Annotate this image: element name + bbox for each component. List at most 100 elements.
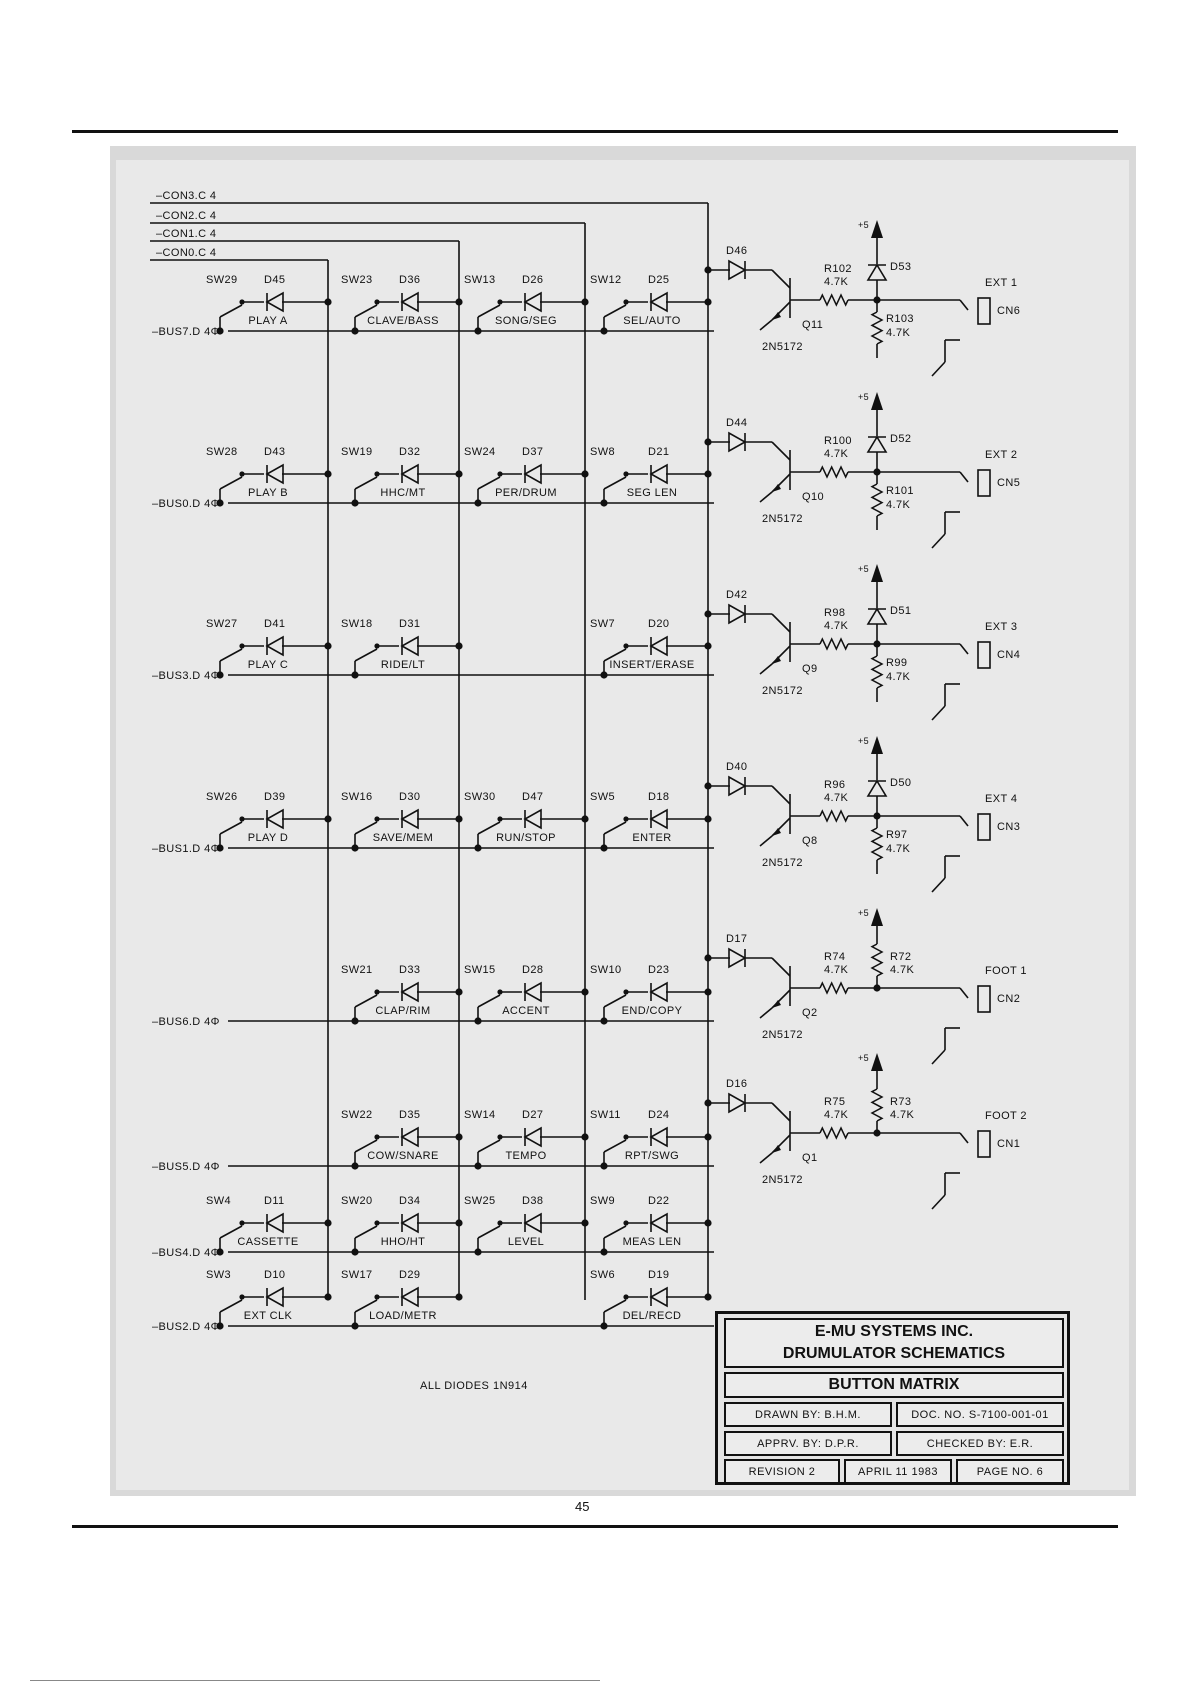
column-node-0-3 <box>704 298 712 306</box>
input-resistor-4 <box>819 981 849 995</box>
diode-6-1 <box>400 1212 419 1234</box>
connector-label-2: CN4 <box>997 649 1020 661</box>
driver-diode-label-4: D17 <box>726 933 747 945</box>
switch-label-0-3: SW12 <box>590 274 622 286</box>
driver-diode-4 <box>728 947 747 969</box>
button-name-7-0: EXT CLK <box>244 1310 293 1322</box>
switch-blade-4-1 <box>354 994 378 1008</box>
diode-label-3-1: D30 <box>399 791 420 803</box>
transistor-collector-0 <box>771 269 791 289</box>
switch-label-6-3: SW9 <box>590 1195 615 1207</box>
input-resistor-value-5: 4.7K <box>824 1109 848 1121</box>
switch-blade-0-1 <box>354 304 378 318</box>
diode-0-0-body <box>265 291 284 313</box>
output-name-1: EXT 2 <box>985 449 1017 461</box>
sheet-title: BUTTON MATRIX <box>724 1372 1064 1398</box>
column-node-4-2 <box>581 988 589 996</box>
jack-sleeve-end-0 <box>931 361 946 377</box>
switch-label-6-1: SW20 <box>341 1195 373 1207</box>
transistor-emitter-lead-2 <box>759 663 773 675</box>
transistor-arrow-1 <box>772 484 781 492</box>
driver-diode-2-body <box>728 603 747 625</box>
diode-label-3-0: D39 <box>264 791 285 803</box>
driver-diode-2 <box>728 603 747 625</box>
title-block-header: E-MU SYSTEMS INC. DRUMULATOR SCHEMATICS <box>724 1318 1064 1368</box>
diode-2-3 <box>649 635 668 657</box>
revision: REVISION 2 <box>724 1459 840 1484</box>
switch-blade-2-3 <box>603 648 627 662</box>
driver-diode-label-0: D46 <box>726 245 747 257</box>
driver-input-node-3 <box>704 782 712 790</box>
jack-body-0 <box>977 297 991 325</box>
switch-blade-3-3 <box>603 821 627 835</box>
connector-label-3: CN3 <box>997 821 1020 833</box>
switch-blade-6-3 <box>603 1225 627 1239</box>
column-node-4-1 <box>455 988 463 996</box>
driver-diode-1-body <box>728 431 747 453</box>
switch-label-2-3: SW7 <box>590 618 615 630</box>
switch-blade-7-1 <box>354 1299 378 1313</box>
transistor-emitter-lead-1 <box>759 491 773 503</box>
diode-5-1-body <box>400 1126 419 1148</box>
diode-3-2 <box>523 808 542 830</box>
diode-5-2-body <box>523 1126 542 1148</box>
jack-sleeve-end-3 <box>931 877 946 893</box>
switch-blade-2-1 <box>354 648 378 662</box>
button-name-1-0: PLAY B <box>248 487 288 499</box>
switch-blade-0-2 <box>477 304 501 318</box>
connector-label-1: CN5 <box>997 477 1020 489</box>
switch-label-3-2: SW30 <box>464 791 496 803</box>
con-input-2: –CON1.C 4 <box>150 228 460 1300</box>
page-edge-line <box>30 1680 600 1681</box>
supply-arrow-5 <box>871 1053 883 1071</box>
switch-blade-4-2 <box>477 994 501 1008</box>
switch-label-2-0: SW27 <box>206 618 238 630</box>
button-name-4-1: CLAP/RIM <box>375 1005 430 1017</box>
pulldown-label-3: R97 <box>886 829 907 841</box>
switch-blade-5-3 <box>603 1139 627 1153</box>
transistor-type-1: 2N5172 <box>762 513 803 525</box>
diode-1-2-body <box>523 463 542 485</box>
diode-4-1-body <box>400 981 419 1003</box>
diode-3-2-body <box>523 808 542 830</box>
diode-2-1 <box>400 635 419 657</box>
driver-diode-1 <box>728 431 747 453</box>
transistor-type-5: 2N5172 <box>762 1174 803 1186</box>
transistor-emitter-lead-4 <box>759 1007 773 1019</box>
pulldown-value-2: 4.7K <box>886 671 910 683</box>
diode-label-2-3: D20 <box>648 618 669 630</box>
diode-3-1-body <box>400 808 419 830</box>
column-node-2-1 <box>455 642 463 650</box>
button-name-5-1: COW/SNARE <box>367 1150 438 1162</box>
diode-2-0-body <box>265 635 284 657</box>
button-name-0-3: SEL/AUTO <box>623 315 680 327</box>
switch-blade-2-0 <box>219 648 243 662</box>
doc-number: DOC. NO. S-7100-001-01 <box>896 1402 1064 1427</box>
column-node-5-1 <box>455 1133 463 1141</box>
pulldown-label-0: R103 <box>886 313 914 325</box>
diode-label-4-2: D28 <box>522 964 543 976</box>
diode-label-2-0: D41 <box>264 618 285 630</box>
diode-label-0-3: D25 <box>648 274 669 286</box>
checked-by: CHECKED BY: E.R. <box>896 1431 1064 1456</box>
diode-1-3 <box>649 463 668 485</box>
switch-label-3-0: SW26 <box>206 791 238 803</box>
switch-blade-6-1 <box>354 1225 378 1239</box>
switch-label-1-0: SW28 <box>206 446 238 458</box>
diode-1-0-body <box>265 463 284 485</box>
input-resistor-label-1: R100 <box>824 435 852 447</box>
column-node-0-0 <box>324 298 332 306</box>
